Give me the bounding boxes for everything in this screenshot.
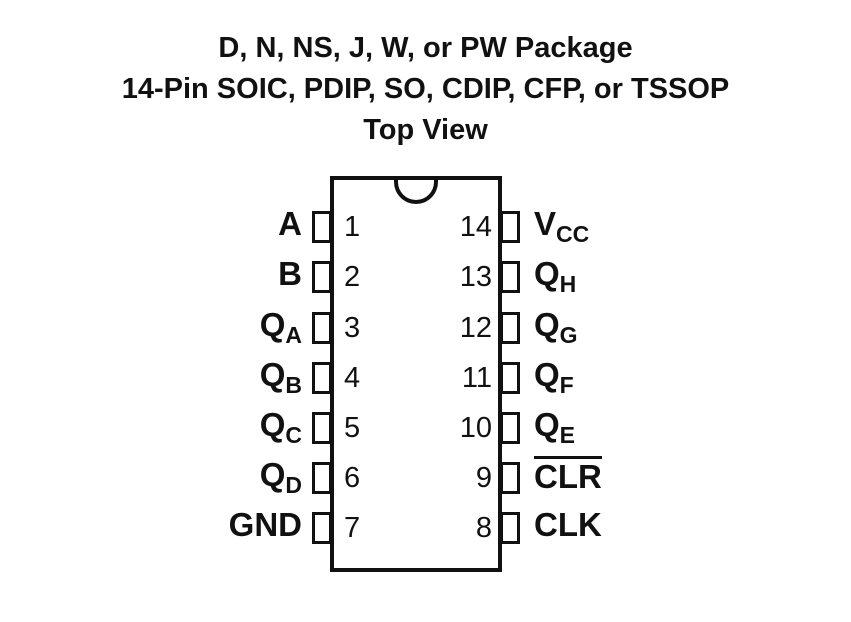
pin-number-13: 13	[459, 261, 492, 293]
pin-name-qc: Q	[259, 406, 286, 443]
title-line-top-view: Top View	[363, 114, 488, 146]
pin-name-a: A	[278, 205, 302, 242]
pin-number-10: 10	[459, 412, 492, 444]
pin-sub: A	[285, 322, 302, 348]
pin-number-14: 14	[459, 211, 492, 243]
pin-name-qe: Q	[534, 406, 560, 443]
diagram-title: D, N, NS, J, W, or PW Package 14-Pin SOI…	[0, 28, 851, 151]
pin-label-qf: QF	[534, 356, 754, 400]
pin-label-qa: QA	[100, 306, 302, 350]
pin-sub: G	[559, 322, 578, 348]
pin-name-clk: CLK	[534, 506, 602, 543]
pin-pad-4	[312, 362, 332, 394]
pin-label-vcc: VCC	[534, 205, 754, 249]
pin-number-7: 7	[344, 512, 361, 544]
pin-sub: CC	[556, 221, 590, 247]
pin-sub: H	[559, 271, 577, 297]
pin-pad-1	[312, 211, 332, 243]
pin-pad-6	[312, 462, 332, 494]
pin-pad-5	[312, 412, 332, 444]
pin-name-qg: Q	[534, 306, 560, 343]
pin-number-6: 6	[344, 462, 361, 494]
pin-number-5: 5	[344, 412, 361, 444]
pin-number-3: 3	[344, 312, 361, 344]
pin-number-11: 11	[461, 362, 492, 394]
pin-sub: D	[285, 472, 302, 498]
pin-number-2: 2	[344, 261, 361, 293]
pin-label-clr: CLR	[534, 456, 754, 500]
pin-name-b: B	[278, 255, 302, 292]
pin-pad-2	[312, 261, 332, 293]
pin-pad-8	[500, 512, 520, 544]
pin-label-qd: QD	[100, 456, 302, 500]
pin-label-qb: QB	[100, 356, 302, 400]
pin-sub: C	[285, 422, 302, 448]
pin-number-9: 9	[475, 462, 492, 494]
pin-sub: F	[559, 372, 574, 398]
pin-pad-3	[312, 312, 332, 344]
ic-body	[330, 176, 502, 572]
pin-number-12: 12	[459, 312, 492, 344]
pin-label-gnd: GND	[100, 506, 302, 550]
pin-label-qe: QE	[534, 406, 754, 450]
pin-name-qa: Q	[259, 306, 286, 343]
pin-name-clr-active-low: CLR	[534, 456, 602, 495]
pin-pad-12	[500, 312, 520, 344]
pin-name-qf: Q	[534, 356, 560, 393]
pin-number-1: 1	[344, 211, 361, 243]
pin-label-a: A	[100, 205, 302, 249]
title-line-pin-types: 14-Pin SOIC, PDIP, SO, CDIP, CFP, or TSS…	[121, 73, 730, 105]
pin-pad-7	[312, 512, 332, 544]
pin-label-qc: QC	[100, 406, 302, 450]
pin-label-b: B	[100, 255, 302, 299]
pin-pad-11	[500, 362, 520, 394]
pin-label-qg: QG	[534, 306, 754, 350]
pin-pad-9	[500, 462, 520, 494]
pin-number-8: 8	[475, 512, 492, 544]
pin-name-vcc: V	[534, 205, 557, 242]
pin-pad-14	[500, 211, 520, 243]
pin-label-qh: QH	[534, 255, 754, 299]
pin-number-4: 4	[344, 362, 361, 394]
title-line-package: D, N, NS, J, W, or PW Package	[218, 32, 633, 64]
pin-pad-10	[500, 412, 520, 444]
pin-name-qd: Q	[259, 456, 286, 493]
pin-sub: E	[559, 422, 576, 448]
pin-name-qh: Q	[534, 255, 560, 292]
pin-pad-13	[500, 261, 520, 293]
pin-label-clk: CLK	[534, 506, 754, 550]
pin-name-qb: Q	[259, 356, 286, 393]
pin-name-gnd: GND	[228, 506, 302, 543]
pin-sub: B	[285, 372, 302, 398]
